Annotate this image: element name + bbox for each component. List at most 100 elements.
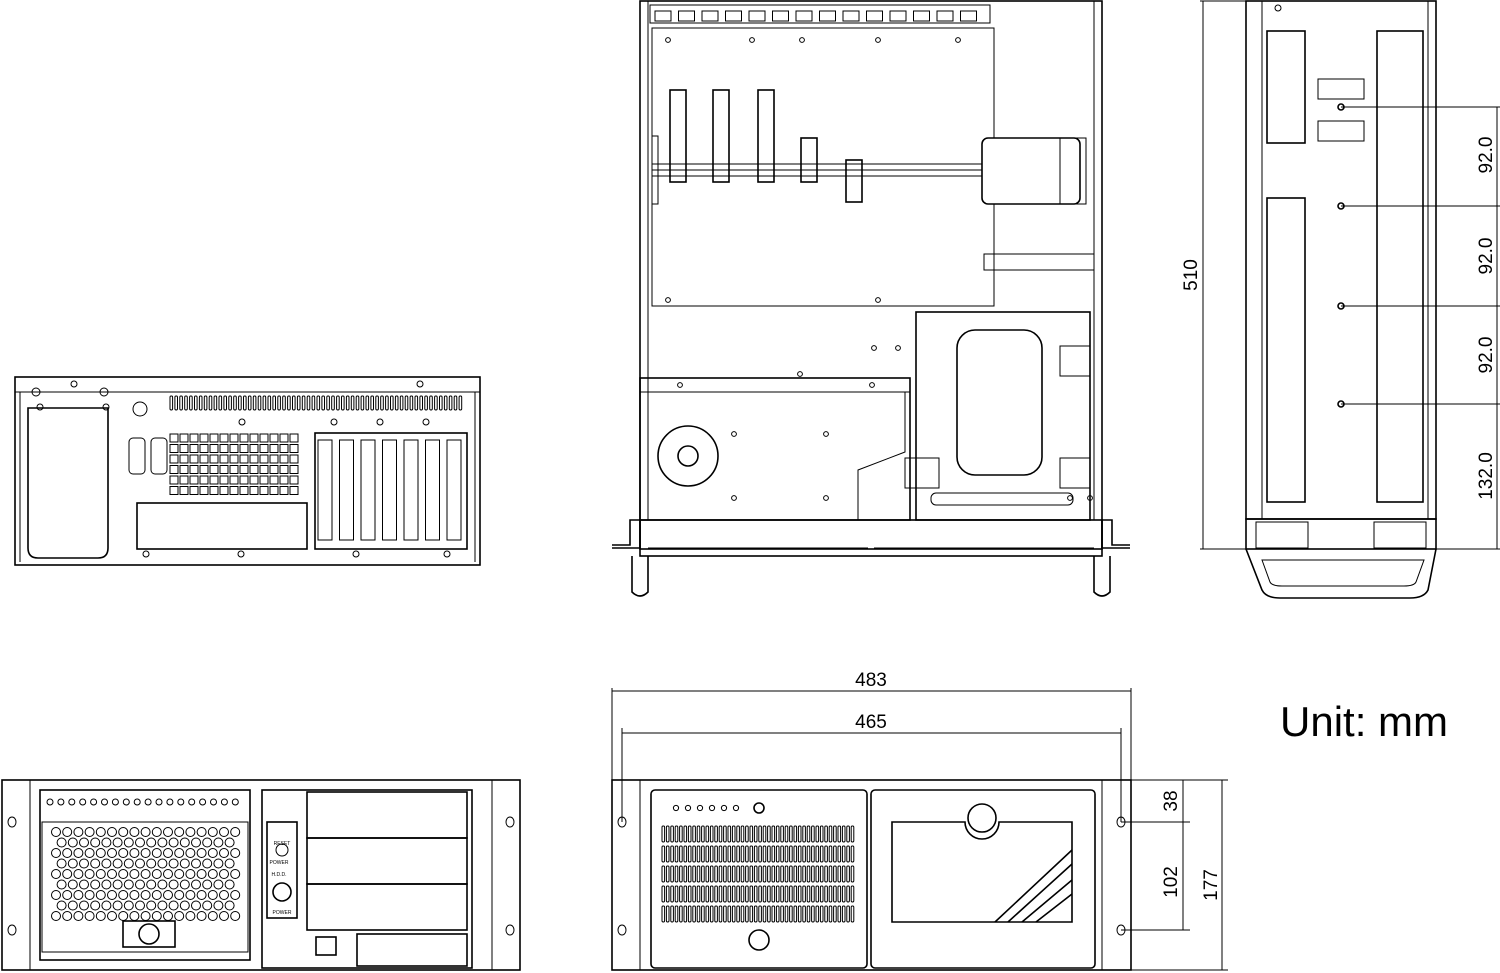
vent-square — [169, 444, 179, 453]
vent-hole — [202, 858, 213, 869]
bracket-tab — [795, 10, 813, 22]
vent-hole — [84, 890, 95, 900]
dim-177: 177 — [1201, 869, 1222, 901]
vent-slot — [394, 395, 399, 411]
vent-hole — [196, 869, 207, 879]
vent-hole — [185, 911, 196, 921]
vent-hole — [185, 848, 196, 858]
vent-hole — [135, 900, 145, 911]
vent-square — [249, 475, 259, 485]
vent-square — [239, 486, 249, 495]
vent-slot — [736, 905, 740, 923]
vent-slot — [670, 905, 674, 923]
vent-square — [179, 433, 189, 443]
vent-slot — [683, 865, 688, 883]
vent-square — [169, 454, 179, 464]
vent-square — [289, 433, 299, 443]
vent-square — [289, 475, 299, 485]
vent-square — [229, 486, 239, 495]
vent-slot — [198, 395, 203, 411]
vent-hole — [230, 911, 241, 921]
vent-slot — [218, 395, 223, 411]
vent-hole — [224, 858, 235, 869]
vent-slot — [789, 845, 793, 863]
vent-slot — [833, 865, 837, 883]
vent-slot — [846, 905, 850, 923]
vent-hole — [123, 837, 134, 848]
vent-hole — [196, 827, 207, 837]
vent-slot — [749, 845, 754, 863]
vent-slot — [811, 865, 815, 883]
vent-slot — [661, 865, 666, 883]
vent-hole — [118, 848, 129, 858]
vent-slot — [811, 825, 815, 843]
vent-hole — [157, 900, 168, 911]
indicator-dot — [231, 798, 239, 806]
vent-slot — [802, 905, 806, 923]
vent-slot — [257, 395, 262, 411]
vent-slot — [797, 865, 802, 883]
screw-hole — [797, 371, 803, 377]
vent-hole — [191, 900, 201, 911]
vent-slot — [385, 395, 389, 411]
vent-slot — [238, 395, 242, 411]
vent-square — [219, 465, 229, 474]
vent-hole — [174, 890, 185, 900]
vent-hole — [230, 827, 241, 837]
vent-hole — [163, 869, 173, 879]
vent-hole — [67, 900, 78, 911]
vent-slot — [731, 845, 736, 863]
vent-hole — [123, 900, 134, 911]
rear-view — [14, 376, 481, 566]
screw-hole — [871, 345, 877, 351]
vent-hole — [73, 869, 84, 879]
vent-hole — [90, 900, 101, 911]
vent-square — [179, 454, 189, 464]
vent-slot — [793, 825, 798, 843]
vent-hole — [196, 890, 207, 900]
dim-38: 38 — [1161, 790, 1182, 811]
vent-hole — [107, 827, 117, 837]
vent-square — [209, 475, 219, 485]
vent-slot — [709, 845, 714, 863]
indicator-dot — [199, 798, 207, 806]
vent-slot — [784, 885, 789, 903]
vent-slot — [709, 905, 714, 923]
vent-square — [229, 475, 239, 485]
vent-hole — [146, 858, 157, 869]
vent-slot — [674, 825, 679, 843]
vent-square — [209, 454, 219, 464]
vent-hole — [101, 900, 112, 911]
vent-slot — [727, 885, 732, 903]
vent-hole — [118, 911, 129, 921]
indicator-dot — [101, 798, 108, 806]
vent-slot — [375, 395, 379, 411]
vent-hole — [118, 890, 129, 900]
vent-hole — [90, 837, 101, 848]
vent-slot — [837, 885, 842, 903]
vent-hole — [135, 837, 145, 848]
vent-slot — [841, 905, 846, 923]
vent-slot — [819, 845, 824, 863]
vent-slot — [355, 395, 360, 411]
vent-hole — [107, 869, 117, 879]
vent-hole — [112, 858, 123, 869]
vent-slot — [661, 885, 666, 903]
vent-square — [259, 486, 269, 495]
vent-hole — [174, 848, 185, 858]
vent-hole — [151, 890, 162, 900]
vent-hole — [84, 827, 95, 837]
vent-square — [259, 433, 269, 443]
dim-465: 465 — [855, 712, 887, 733]
vent-hole — [118, 869, 129, 879]
vent-hole — [191, 837, 201, 848]
vent-hole — [163, 890, 173, 900]
vent-square — [189, 454, 199, 464]
vent-slot — [767, 905, 771, 923]
vent-slot — [837, 905, 842, 923]
vent-slot — [797, 825, 802, 843]
vent-slot — [714, 905, 718, 923]
vent-hole — [129, 827, 140, 837]
vent-slot — [692, 845, 696, 863]
vent-slot — [767, 885, 771, 903]
